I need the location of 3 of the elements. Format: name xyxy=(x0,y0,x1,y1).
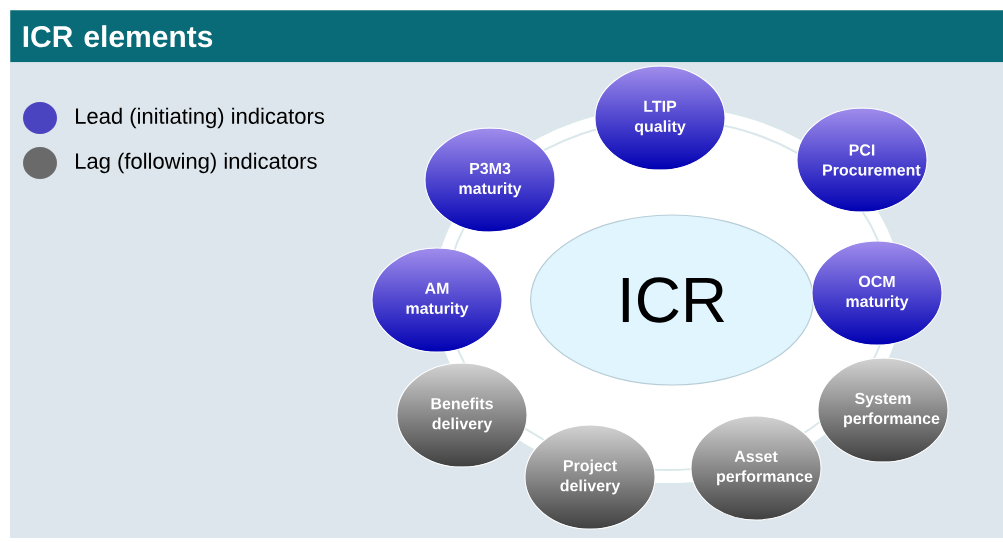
title-banner: ICR elements xyxy=(10,10,1003,63)
legend-label: Lag (following) indicators xyxy=(76,152,317,174)
legend-label: Lead (initiating) indicators xyxy=(76,107,325,129)
